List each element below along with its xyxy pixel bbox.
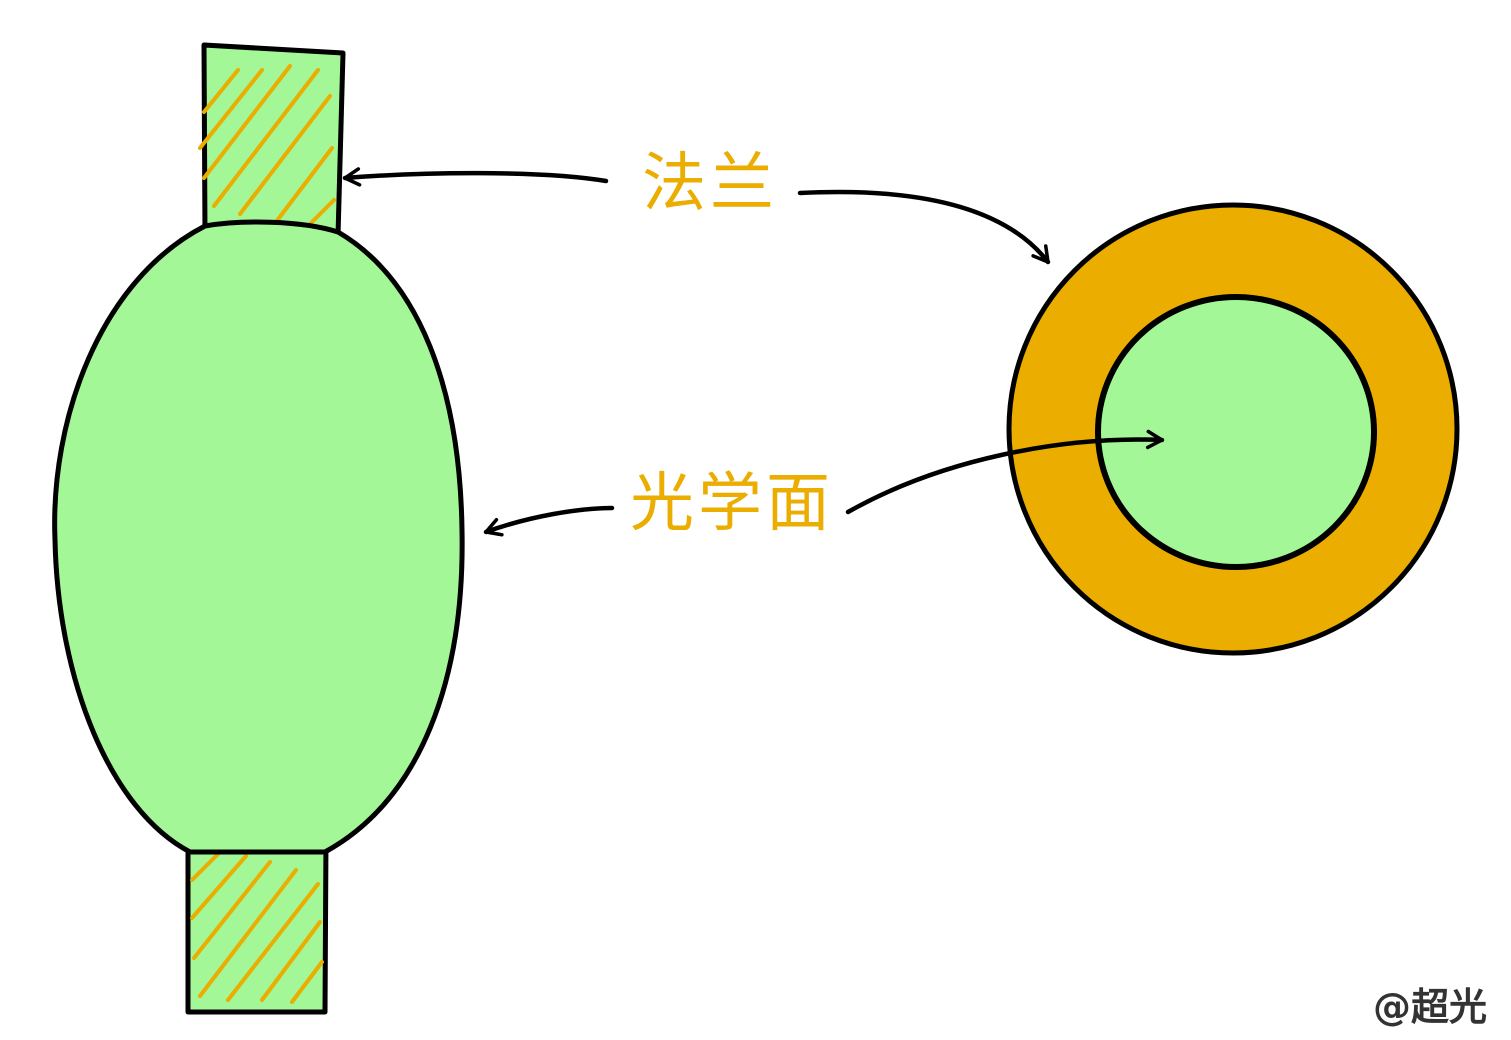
top-flange xyxy=(201,42,346,239)
bottom-flange-hatch xyxy=(190,850,324,1004)
lens-body xyxy=(52,219,465,855)
arrow-optical-to-center xyxy=(845,429,1165,515)
arrow-flange-to-side xyxy=(342,167,609,187)
flange-label: 法兰 xyxy=(642,147,778,221)
annotation-arrows xyxy=(342,167,1165,537)
optical-surface-label: 光学面 xyxy=(630,467,834,541)
top-flange-hatch xyxy=(198,64,336,234)
lens-front-view xyxy=(1006,202,1460,656)
watermark: @超光 xyxy=(1372,985,1487,1029)
arrow-flange-to-ring xyxy=(797,189,1051,265)
lens-side-view xyxy=(52,42,465,1015)
arrow-optical-to-side xyxy=(483,505,615,537)
optical-surface-disk xyxy=(1095,294,1377,570)
